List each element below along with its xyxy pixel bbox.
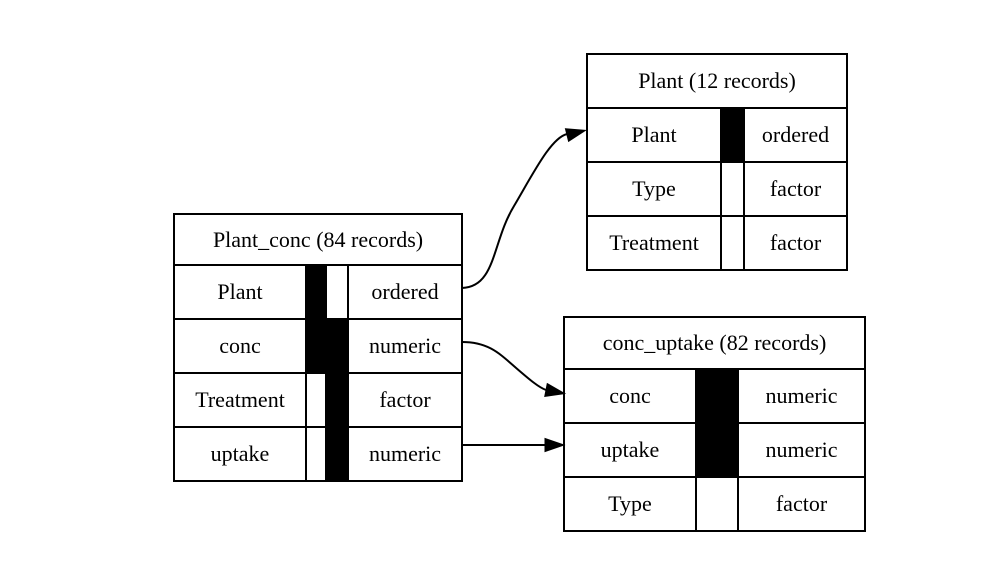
table-header-row: conc_uptake (82 records) (562, 316, 867, 370)
table-header-row: Plant_conc (84 records) (172, 213, 464, 266)
key-indicator-cell (305, 318, 327, 374)
table-row: Plant ordered (173, 264, 464, 320)
field-name-cell: Treatment (173, 372, 307, 428)
arrow-plantconc-plant-to-plant (461, 128, 587, 289)
key-indicator-cell (720, 107, 745, 163)
table-row: Type factor (586, 161, 849, 217)
table-row: Plant ordered (586, 107, 849, 163)
field-name-cell: conc (173, 318, 307, 374)
table-row: Treatment factor (173, 372, 464, 428)
field-name-cell: Plant (586, 107, 722, 163)
field-name-cell: conc (563, 368, 697, 424)
table-conc-uptake: conc_uptake (82 records) conc numeric up… (562, 316, 867, 532)
field-type-cell: ordered (742, 107, 849, 163)
field-name-cell: Treatment (586, 215, 722, 271)
table-row: uptake numeric (563, 422, 867, 478)
key-indicator-cell (305, 426, 327, 482)
key-indicator-cell (325, 426, 349, 482)
key-indicator-cell (305, 264, 327, 320)
key-indicator-cell (325, 318, 349, 374)
key-indicator-cell (720, 215, 745, 271)
field-name-cell: Type (563, 476, 697, 532)
table-title: conc_uptake (82 records) (562, 316, 867, 370)
key-indicator-cell (325, 264, 349, 320)
key-indicator-cell (695, 476, 739, 532)
table-row: uptake numeric (173, 426, 464, 482)
field-type-cell: ordered (346, 264, 464, 320)
field-type-cell: numeric (346, 426, 464, 482)
arrow-plantconc-uptake-to-concuptake (462, 437, 566, 453)
field-type-cell: numeric (736, 422, 867, 478)
field-name-cell: uptake (173, 426, 307, 482)
field-type-cell: factor (742, 161, 849, 217)
key-indicator-cell (325, 372, 349, 428)
key-indicator-cell (695, 368, 739, 424)
field-type-cell: numeric (736, 368, 867, 424)
table-plant-conc: Plant_conc (84 records) Plant ordered co… (172, 213, 464, 482)
arrow-plantconc-conc-to-concuptake (461, 341, 567, 397)
key-indicator-cell (305, 372, 327, 428)
table-row: conc numeric (173, 318, 464, 374)
key-indicator-cell (695, 422, 739, 478)
table-header-row: Plant (12 records) (585, 53, 849, 109)
table-row: Treatment factor (586, 215, 849, 271)
field-type-cell: factor (742, 215, 849, 271)
table-row: conc numeric (563, 368, 867, 424)
table-title: Plant_conc (84 records) (172, 213, 464, 266)
table-row: Type factor (563, 476, 867, 532)
field-name-cell: Type (586, 161, 722, 217)
key-indicator-cell (720, 161, 745, 217)
field-name-cell: uptake (563, 422, 697, 478)
field-type-cell: factor (736, 476, 867, 532)
field-type-cell: numeric (346, 318, 464, 374)
table-title: Plant (12 records) (585, 53, 849, 109)
table-plant: Plant (12 records) Plant ordered Type fa… (585, 53, 849, 271)
field-name-cell: Plant (173, 264, 307, 320)
field-type-cell: factor (346, 372, 464, 428)
